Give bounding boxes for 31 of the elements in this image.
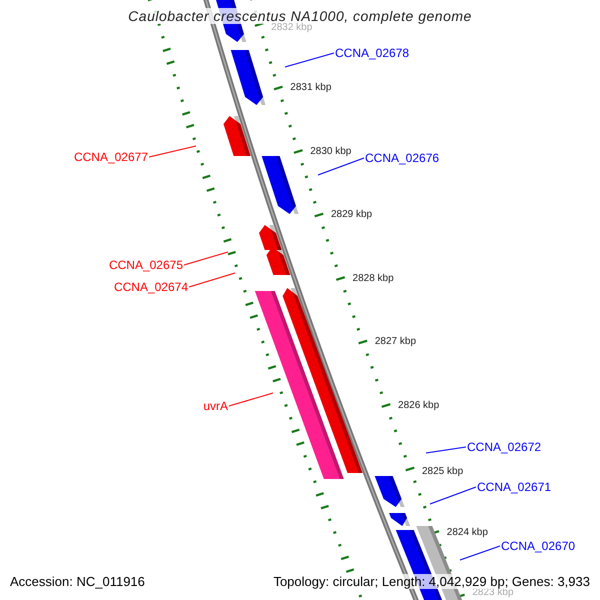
gene-label: CCNA_02676 — [365, 151, 440, 165]
scale-label: 2825 kbp — [422, 466, 464, 477]
scale-label: 2826 kbp — [398, 400, 440, 410]
gene-label: CCNA_02671 — [477, 480, 552, 494]
scale-label: 2824 kbp — [446, 526, 488, 538]
gene-label: CCNA_02672 — [467, 440, 542, 454]
leader-line — [318, 158, 364, 176]
leader-line — [284, 52, 334, 68]
accession-text: Accession: NC_011916 — [10, 574, 145, 589]
scale-label: 2823 kbp — [472, 587, 514, 598]
gene-label: CCNA_02675 — [108, 258, 183, 272]
gene-label: CCNA_02674 — [114, 280, 188, 294]
leader-line — [430, 486, 476, 504]
scale-label: 2828 kbp — [352, 272, 394, 284]
leader-line — [148, 146, 196, 158]
leader-line — [184, 252, 228, 266]
leader-line — [460, 546, 500, 560]
gene-label: uvrA — [203, 399, 228, 413]
scale-label: 2827 kbp — [374, 336, 416, 347]
genome-stats-text: Topology: circular; Length: 4,042,929 bp; Genes: 3,933 — [273, 574, 590, 589]
leader-line — [228, 392, 274, 406]
scale-label: 2831 kbp — [290, 82, 332, 93]
title: Caulobacter crescentus NA1000, complete genome — [128, 8, 472, 24]
leader-line — [426, 446, 466, 454]
gene-label: CCNA_02677 — [74, 150, 148, 164]
scale-label: 2832 kbp — [271, 22, 312, 32]
scale-label: 2829 kbp — [330, 209, 372, 220]
gene-label: CCNA_02670 — [501, 539, 576, 553]
gene-label: CCNA_02678 — [335, 46, 410, 60]
leader-line — [188, 272, 236, 288]
scale-label: 2830 kbp — [310, 146, 352, 156]
